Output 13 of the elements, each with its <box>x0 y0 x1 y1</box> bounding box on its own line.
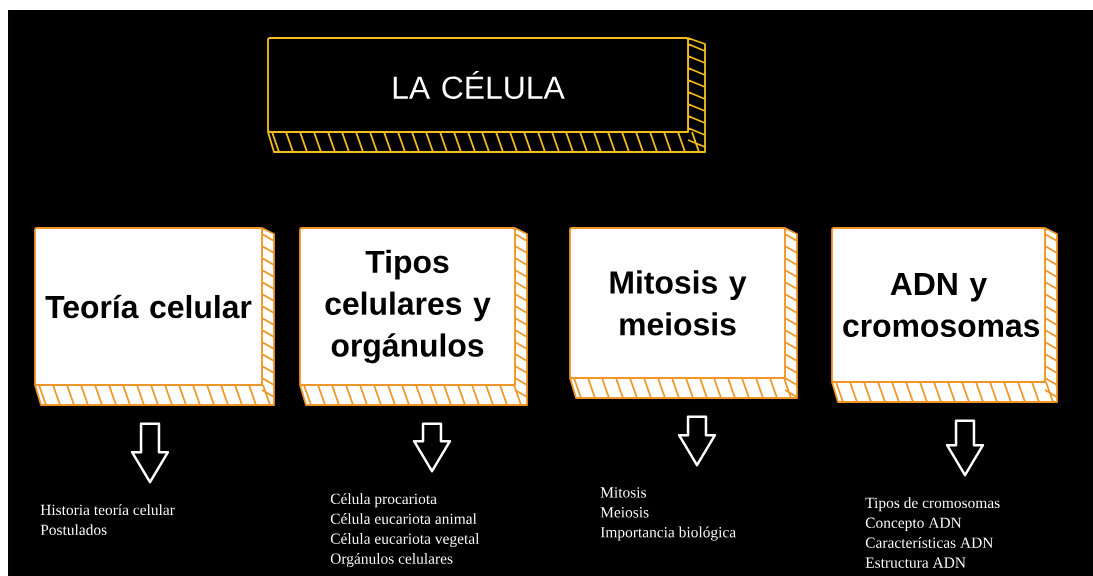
topic-box: Teoría celular <box>34 227 275 406</box>
topic-box: Tipos celulares y orgánulos <box>299 227 528 406</box>
block-arrow <box>677 415 717 467</box>
block-arrow <box>945 419 985 477</box>
block-arrow <box>130 422 170 484</box>
topic-box: ADN y cromosomas <box>831 227 1058 403</box>
block-arrow <box>412 422 452 473</box>
topic-box: Mitosis y meiosis <box>569 227 798 399</box>
title-box: LA CÉLULA <box>267 37 706 153</box>
topic-list: Historia teoría celular Postulados <box>40 504 175 535</box>
topic-list: Célula procariota Célula eucariota animal Célula eucariota vegetal Orgánulos celulares <box>330 493 480 568</box>
topic-list: Mitosis Meiosis Importancia biológica <box>600 487 736 541</box>
topic-list: Tipos de cromosomas Concepto ADN Características ADN Estructura ADN <box>865 497 1000 568</box>
